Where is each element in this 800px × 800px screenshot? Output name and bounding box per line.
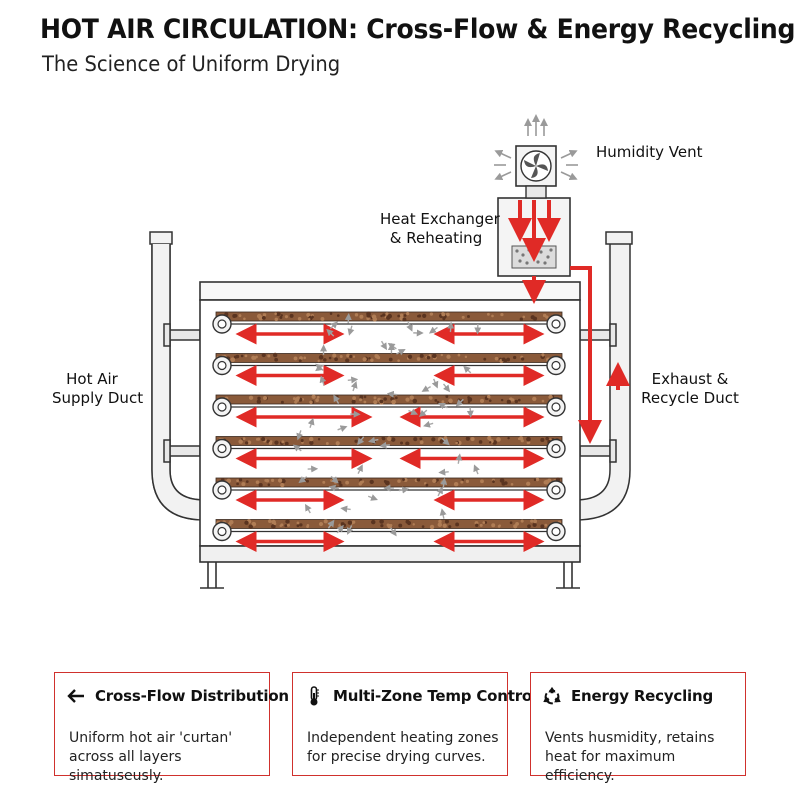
roller (212, 314, 232, 334)
card-title: Energy Recycling (571, 687, 714, 705)
supply-duct-label: Hot Air Supply Duct (52, 370, 144, 407)
humidity-vent-label: Humidity Vent (596, 143, 703, 161)
roller (212, 521, 232, 542)
roller (212, 397, 232, 417)
heat-exchanger-label: Heat Exchanger & Reheating (380, 210, 500, 247)
exhaust-duct (574, 231, 633, 521)
roller (546, 397, 566, 417)
airflow-arrows (235, 313, 545, 552)
card-body: Uniform hot air 'curtan' across all laye… (69, 730, 233, 784)
roller (546, 438, 566, 459)
card-title: Cross-Flow Distribution (95, 687, 289, 705)
card-energy-recycling: Energy Recycling Vents husmidity, retain… (530, 672, 746, 784)
roller (546, 355, 566, 376)
roller (212, 480, 232, 500)
card-cross-flow: Cross-Flow Distribution Uniform hot air … (54, 672, 289, 784)
thermometer-icon (310, 686, 319, 706)
page-title: HOT AIR CIRCULATION: Cross-Flow & Energy… (40, 14, 796, 45)
roller (212, 355, 232, 376)
heat-exchanger (497, 197, 571, 304)
card-multi-zone: Multi-Zone Temp Control Independent heat… (292, 672, 537, 776)
recycle-flow-path (570, 266, 630, 444)
roller (212, 438, 232, 459)
roller (546, 521, 566, 542)
card-body: Independent heating zones for precise dr… (307, 730, 499, 765)
supply-duct (149, 231, 206, 521)
roller (546, 314, 566, 334)
recycle-icon (543, 686, 561, 705)
card-body: Vents husmidity, retains heat for maximu… (545, 730, 715, 784)
dryer-diagram (149, 114, 633, 589)
page-subtitle: The Science of Uniform Drying (42, 52, 341, 76)
exhaust-duct-label: Exhaust & Recycle Duct (641, 370, 739, 407)
left-arrow-icon (67, 689, 84, 703)
roller (546, 480, 566, 500)
card-title: Multi-Zone Temp Control (333, 687, 537, 705)
humidity-vent-fan (494, 114, 578, 199)
